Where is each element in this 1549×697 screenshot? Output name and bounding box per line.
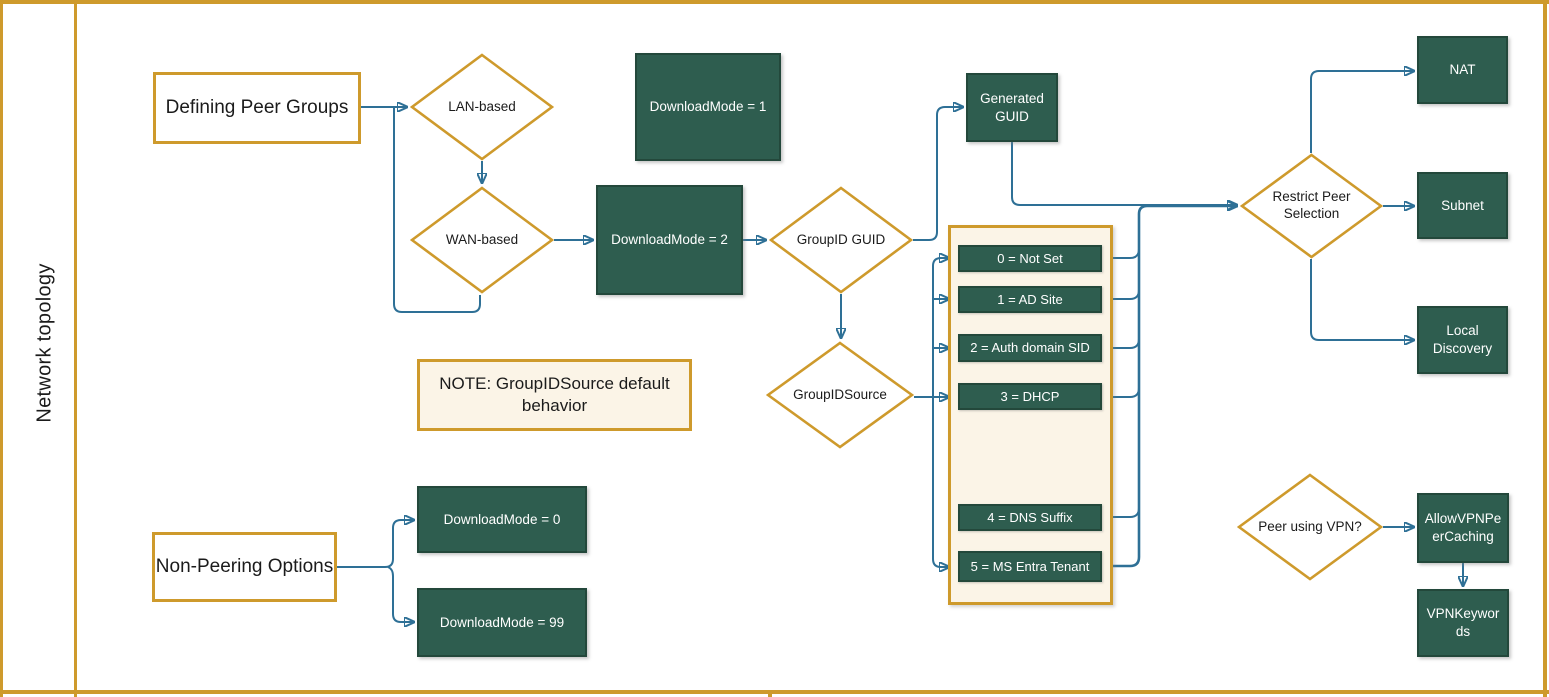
node-defining-peer-groups: Defining Peer Groups — [153, 72, 361, 144]
decision-label: LAN-based — [448, 98, 516, 114]
decision-groupid-guid: GroupID GUID — [769, 186, 913, 294]
option-label: 2 = Auth domain SID — [970, 340, 1090, 356]
node-downloadmode-0: DownloadMode = 0 — [417, 486, 587, 553]
decision-groupid-source: GroupIDSource — [766, 341, 914, 449]
option-ms-entra-tenant: 5 = MS Entra Tenant — [958, 551, 1102, 582]
lane-divider — [74, 0, 77, 697]
frame-bottom-border — [0, 690, 1549, 694]
node-label: NAT — [1449, 62, 1476, 78]
option-not-set: 0 = Not Set — [958, 245, 1102, 272]
node-non-peering-options: Non-Peering Options — [152, 532, 337, 602]
groupidsource-options-container — [948, 225, 1113, 605]
frame-bottom-tick — [768, 694, 772, 697]
node-label: DownloadMode = 99 — [439, 614, 565, 630]
option-auth-domain-sid: 2 = Auth domain SID — [958, 334, 1102, 362]
option-ad-site: 1 = AD Site — [958, 286, 1102, 313]
option-label: 1 = AD Site — [997, 291, 1063, 307]
node-downloadmode-2: DownloadMode = 2 — [596, 185, 743, 295]
decision-restrict-peer-selection: Restrict Peer Selection — [1240, 153, 1383, 259]
node-allowvpnpeercaching: AllowVPNPeerCaching — [1417, 493, 1509, 563]
option-label: 3 = DHCP — [1000, 388, 1060, 404]
option-dns-suffix: 4 = DNS Suffix — [958, 504, 1102, 531]
node-vpnkeywords: VPNKeywords — [1417, 589, 1509, 657]
decision-label: GroupID GUID — [796, 231, 886, 247]
option-label: 4 = DNS Suffix — [987, 509, 1073, 525]
node-label: Non-Peering Options — [155, 555, 334, 577]
node-label: VPNKeywords — [1426, 606, 1500, 639]
frame-top-border — [0, 0, 1549, 4]
node-label: Defining Peer Groups — [165, 96, 349, 118]
node-label: Local Discovery — [1432, 323, 1493, 356]
option-dhcp: 3 = DHCP — [958, 383, 1102, 410]
node-generated-guid: Generated GUID — [966, 73, 1058, 142]
note-text: NOTE: GroupIDSource default behavior — [439, 373, 670, 415]
decision-label: WAN-based — [445, 231, 519, 247]
decision-peer-using-vpn: Peer using VPN? — [1237, 473, 1383, 581]
node-label: Generated GUID — [980, 90, 1044, 124]
node-downloadmode-1: DownloadMode = 1 — [635, 53, 781, 161]
decision-label: GroupIDSource — [793, 386, 887, 402]
decision-lan-based: LAN-based — [410, 53, 554, 161]
option-label: 0 = Not Set — [997, 250, 1063, 266]
decision-label: Peer using VPN? — [1258, 518, 1362, 534]
frame-left-border — [0, 0, 3, 697]
node-label: DownloadMode = 2 — [611, 232, 728, 248]
node-nat: NAT — [1417, 36, 1508, 104]
node-subnet: Subnet — [1417, 172, 1508, 239]
node-label: AllowVPNPeerCaching — [1424, 511, 1502, 544]
node-label: DownloadMode = 0 — [443, 511, 561, 527]
node-local-discovery: Local Discovery — [1417, 306, 1508, 374]
option-label: 5 = MS Entra Tenant — [970, 558, 1090, 574]
node-downloadmode-99: DownloadMode = 99 — [417, 588, 587, 657]
decision-label: Restrict Peer Selection — [1272, 189, 1351, 221]
node-label: DownloadMode = 1 — [649, 99, 767, 115]
decision-wan-based: WAN-based — [410, 186, 554, 294]
node-label: Subnet — [1441, 197, 1484, 213]
note-groupidsource-default: NOTE: GroupIDSource default behavior — [417, 359, 692, 431]
frame-right-border — [1543, 0, 1547, 697]
